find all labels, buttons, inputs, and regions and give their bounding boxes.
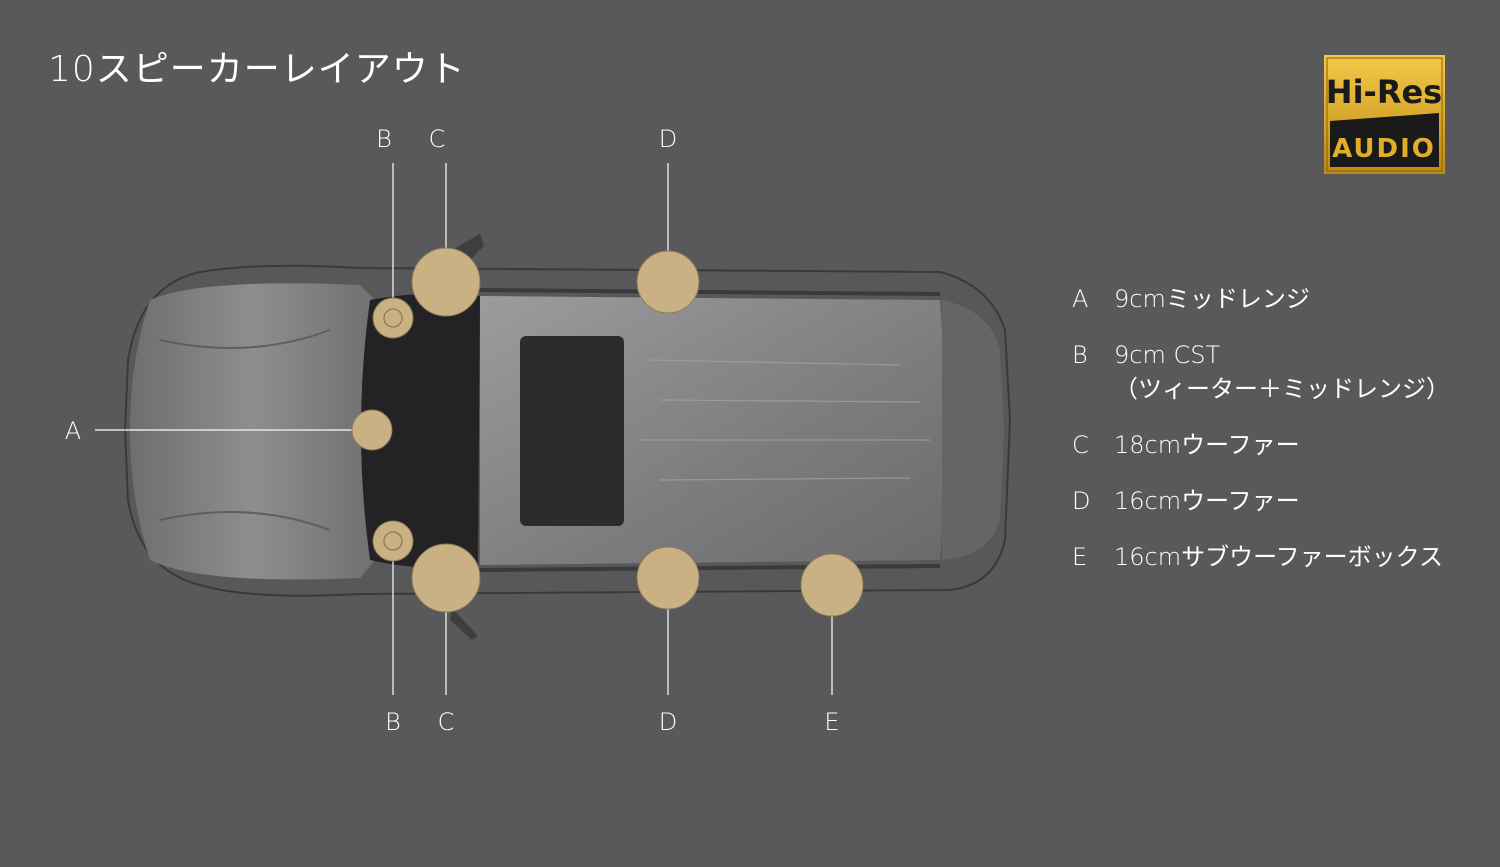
legend-desc: 9cmミッドレンジ <box>1114 285 1310 313</box>
hi-res-text: Hi-Res <box>1326 73 1442 111</box>
legend-item: B 9cm CST （ツィーター＋ミッドレンジ） <box>1072 338 1450 406</box>
callout-left-a: A <box>65 417 81 445</box>
legend-code: C <box>1072 431 1089 459</box>
legend-item: D 16cmウーファー <box>1072 484 1450 518</box>
callout-bottom-d: D <box>659 708 677 736</box>
legend-item: A 9cmミッドレンジ <box>1072 282 1450 316</box>
speaker-a <box>351 409 393 451</box>
legend-desc: 16cmウーファー <box>1114 487 1300 515</box>
audio-text: AUDIO <box>1332 134 1436 164</box>
callout-lines <box>95 163 833 695</box>
legend-item: E 16cmサブウーファーボックス <box>1072 540 1450 574</box>
speaker-b-top <box>372 297 414 339</box>
legend-desc: 16cmサブウーファーボックス <box>1114 543 1443 571</box>
callout-bottom-c: C <box>438 708 455 736</box>
legend-code: D <box>1072 487 1091 515</box>
speaker-e <box>800 553 864 617</box>
legend-desc: 18cmウーファー <box>1114 431 1300 459</box>
car-top-view <box>123 234 1012 640</box>
hi-res-audio-logo: Hi-Res AUDIO <box>1324 55 1445 174</box>
speaker-legend: A 9cmミッドレンジ B 9cm CST （ツィーター＋ミッドレンジ） C 1… <box>1072 282 1450 596</box>
callout-top-c: C <box>429 125 446 153</box>
callout-bottom-e: E <box>824 708 839 736</box>
legend-item: C 18cmウーファー <box>1072 428 1450 462</box>
speaker-d-top <box>636 250 700 314</box>
speaker-d-bottom <box>636 546 700 610</box>
legend-code: A <box>1072 285 1089 313</box>
legend-desc: 9cm CST （ツィーター＋ミッドレンジ） <box>1114 341 1450 403</box>
legend-code: B <box>1072 341 1088 369</box>
speaker-c-bottom <box>411 543 481 613</box>
legend-code: E <box>1072 543 1088 571</box>
callout-bottom-b: B <box>385 708 401 736</box>
page-title: 10スピーカーレイアウト <box>48 49 466 90</box>
callout-top-b: B <box>376 125 392 153</box>
callout-top-d: D <box>659 125 677 153</box>
speakers <box>351 247 864 617</box>
speaker-b-bottom <box>372 520 414 562</box>
speaker-c-top <box>411 247 481 317</box>
